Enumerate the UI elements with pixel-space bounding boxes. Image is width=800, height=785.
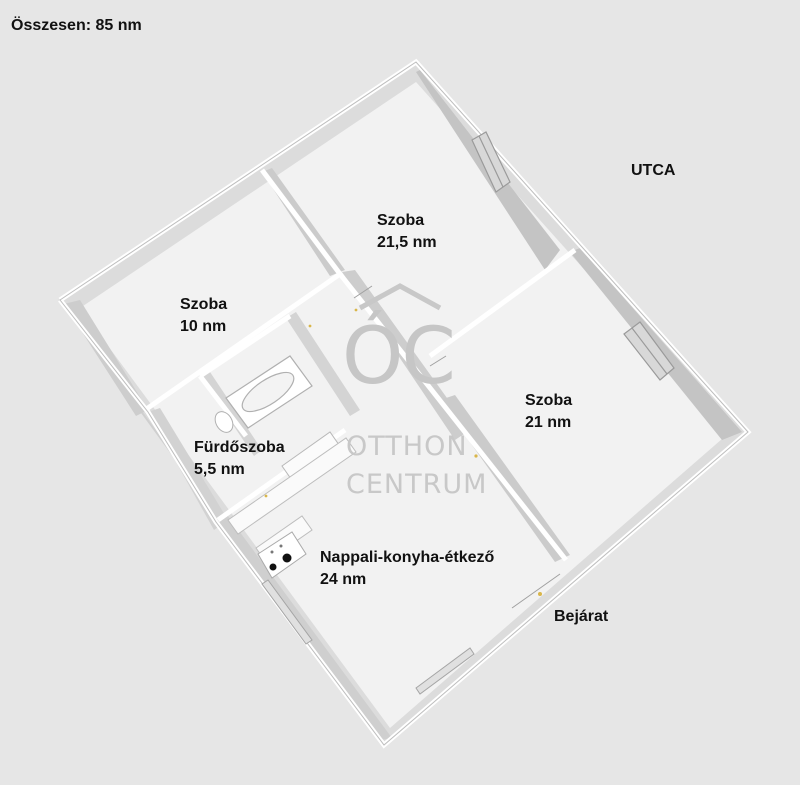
room-name: Szoba	[525, 392, 573, 409]
window-3	[415, 647, 475, 695]
street-label: UTCA	[631, 162, 676, 179]
window-4	[261, 579, 313, 645]
watermark-line1: OTTHON	[346, 431, 468, 462]
wall-face-southwest	[216, 516, 392, 740]
room-label-szoba-21-5: Szoba 21,5 nm	[377, 210, 437, 254]
watermark-logo: ÓC	[342, 312, 456, 402]
doors	[353, 285, 561, 609]
window-2	[623, 321, 675, 381]
room-area: 21,5 nm	[377, 234, 437, 251]
room-label-szoba-21: Szoba 21 nm	[525, 390, 572, 434]
floor	[80, 82, 730, 728]
room-area: 10 nm	[180, 318, 227, 335]
room-name: Fürdőszoba	[194, 439, 285, 456]
toilet	[214, 411, 234, 433]
window-1	[471, 131, 511, 193]
room-area: 21 nm	[525, 414, 572, 431]
room-name: Szoba	[377, 212, 425, 229]
bathtub	[225, 355, 313, 429]
room-label-nappali: Nappali-konyha-étkező 24 nm	[320, 547, 494, 591]
watermark-line2: CENTRUM	[346, 469, 488, 500]
room-label-szoba-10: Szoba 10 nm	[180, 294, 227, 338]
room-name: Szoba	[180, 296, 228, 313]
wall-face-bath	[286, 312, 360, 416]
total-area-label: Összesen: 85 nm	[11, 17, 142, 34]
stove	[257, 531, 307, 579]
room-label-furdoszoba: Fürdőszoba 5,5 nm	[194, 437, 285, 481]
door-handles	[264, 308, 542, 596]
wall-edges	[59, 61, 749, 746]
room-name: Nappali-konyha-étkező	[320, 549, 495, 566]
room-area: 24 nm	[320, 571, 367, 588]
room-area: 5,5 nm	[194, 461, 245, 478]
entrance-label: Bejárat	[554, 608, 609, 625]
watermark-roof	[358, 283, 442, 311]
wall-face-west-lower	[148, 408, 228, 530]
